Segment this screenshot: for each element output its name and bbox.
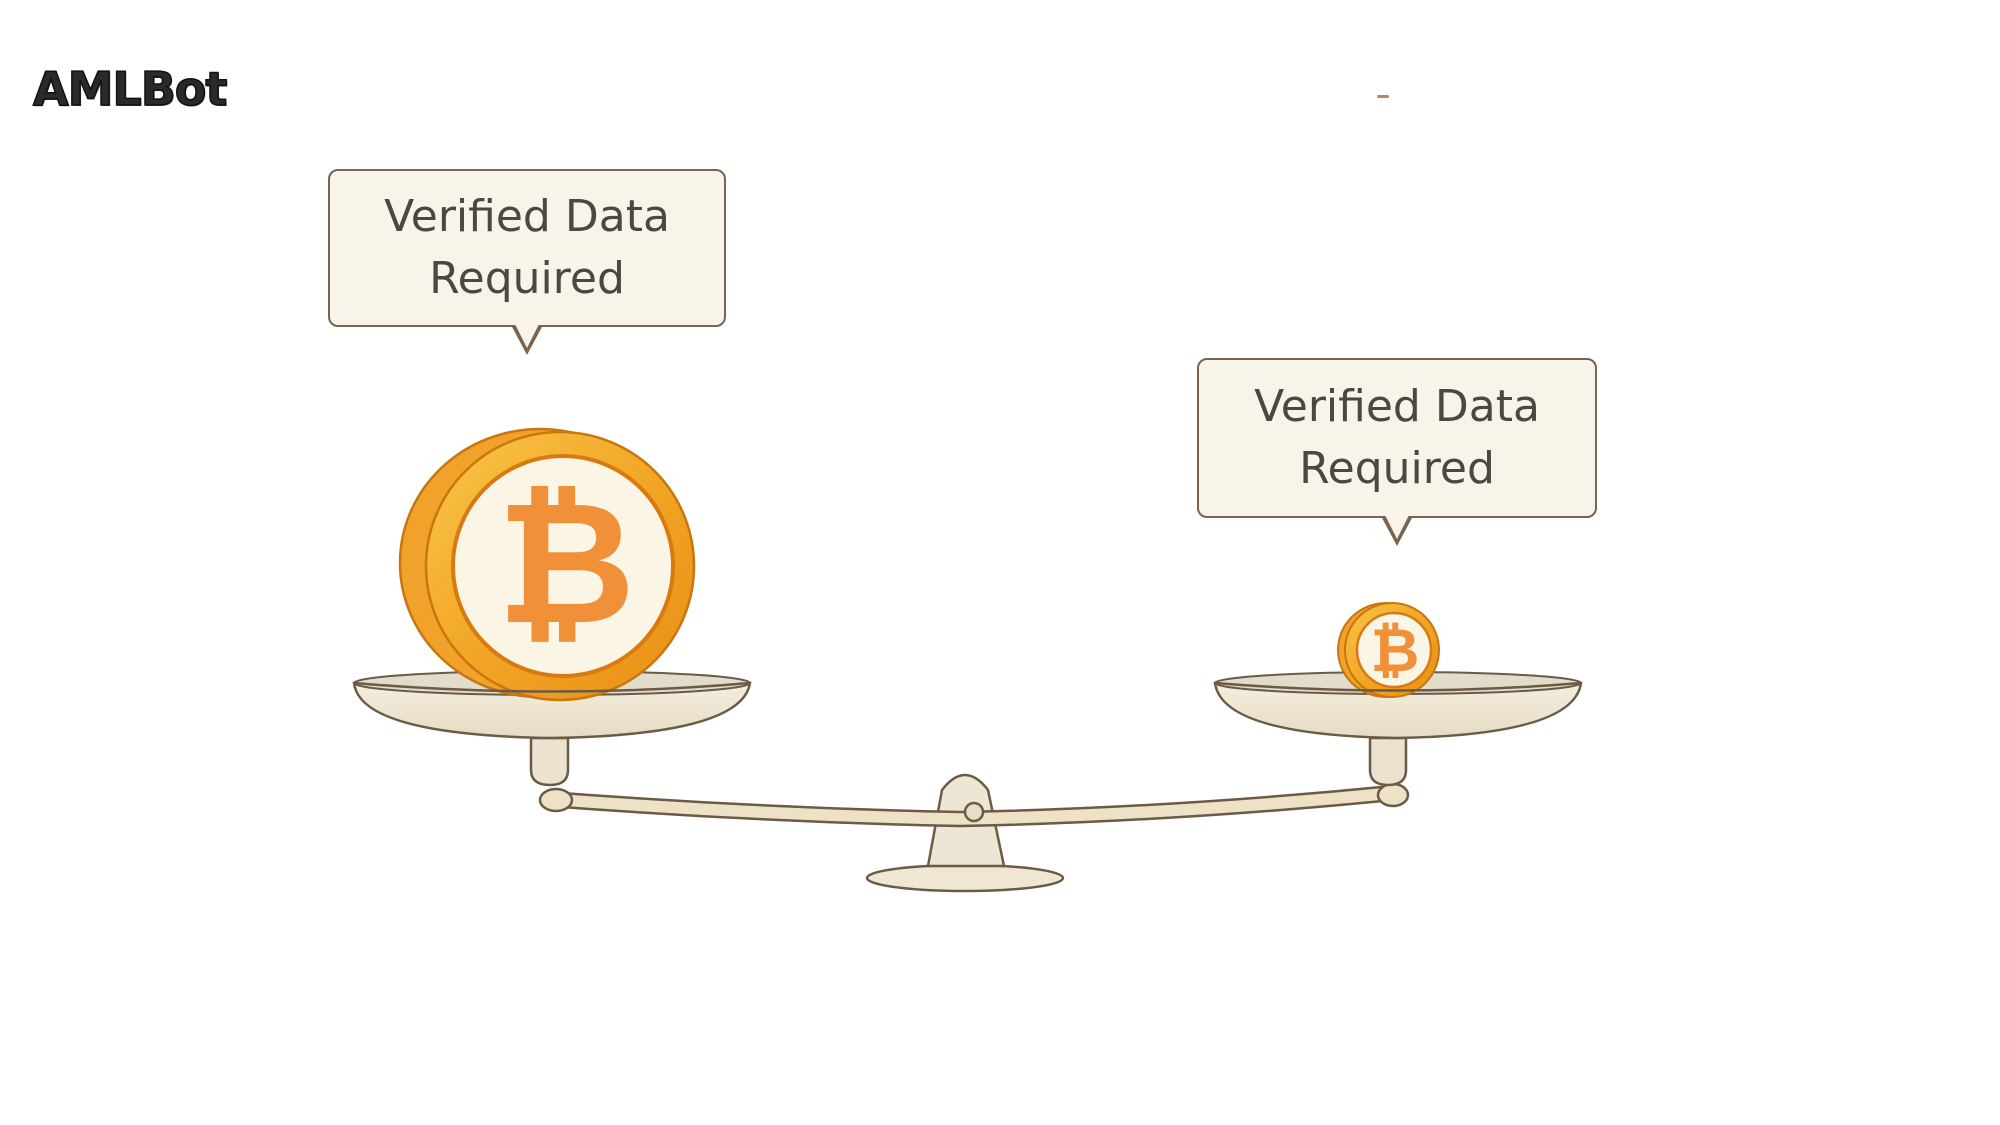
decorative-stroke xyxy=(1377,95,1389,98)
large-bitcoin-coin: ₿ xyxy=(398,427,696,702)
speech-bubble-right: Verified Data Required xyxy=(1197,358,1597,546)
fulcrum xyxy=(865,773,1065,893)
bubble-left-line1: Verified Data xyxy=(384,191,670,242)
bubble-right-line2: Required xyxy=(1299,443,1495,494)
bitcoin-symbol-large: ₿ xyxy=(497,465,636,663)
bubble-right-line1: Verified Data xyxy=(1254,381,1540,432)
speech-bubble-left: Verified Data Required xyxy=(328,169,726,355)
small-bitcoin-coin: ₿ xyxy=(1337,602,1440,698)
scale-beam xyxy=(538,782,1410,828)
bubble-tail xyxy=(1381,513,1413,546)
bubble-left-line2: Required xyxy=(429,253,625,304)
amlbot-logo: AMLBot xyxy=(32,61,228,117)
bitcoin-symbol-small: ₿ xyxy=(1371,616,1420,686)
bubble-tail xyxy=(511,322,543,355)
